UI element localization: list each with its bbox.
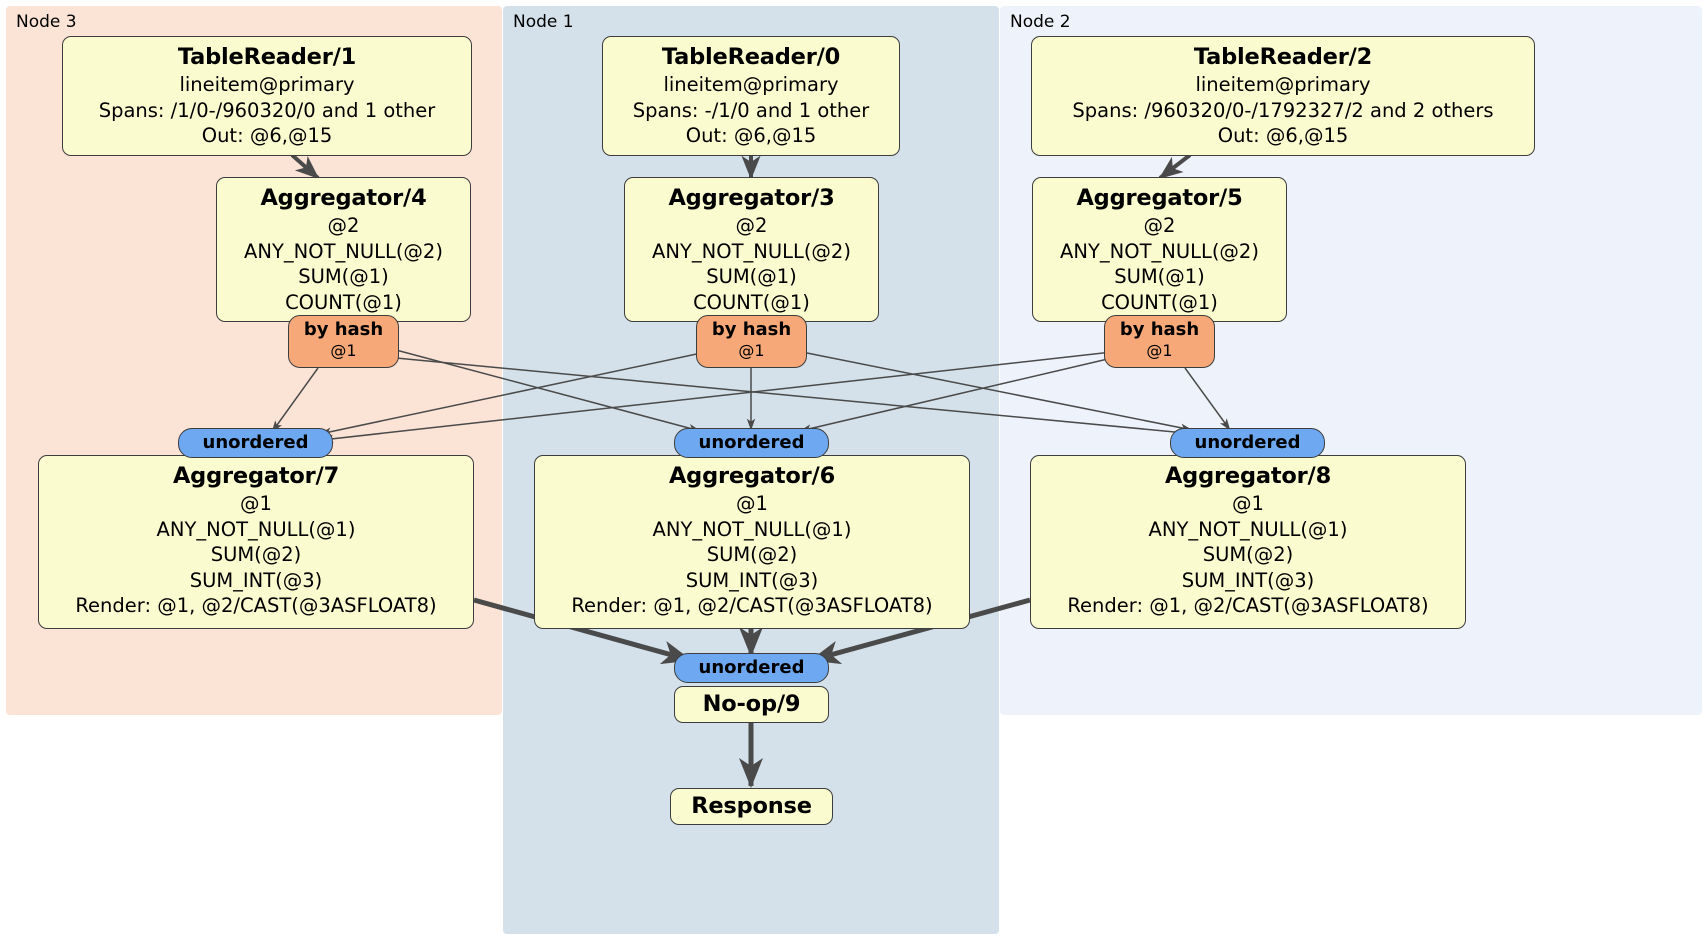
- processor-table-reader-0[interactable]: TableReader/0 lineitem@primary Spans: -/…: [602, 36, 900, 156]
- processor-table-reader-2[interactable]: TableReader/2 lineitem@primary Spans: /9…: [1031, 36, 1535, 156]
- synchronizer-label: unordered: [1194, 432, 1301, 453]
- processor-title: Aggregator/8: [1164, 463, 1332, 489]
- synchronizer-label: unordered: [202, 432, 309, 453]
- processor-detail-line: lineitem@primary: [663, 73, 839, 96]
- processor-detail-line: @1: [1232, 492, 1264, 515]
- synchronizer-unordered-left[interactable]: unordered: [178, 428, 333, 458]
- node-panel-label-node2: Node 2: [1010, 12, 1071, 32]
- processor-detail-line: @1: [240, 492, 272, 515]
- processor-detail-line: Out: @6,@15: [1217, 124, 1349, 147]
- processor-detail-line: Out: @6,@15: [201, 124, 333, 147]
- router-by-hash-mid[interactable]: by hash @1: [696, 315, 807, 368]
- router-sublabel: @1: [330, 341, 357, 360]
- node-panel-label-node1: Node 1: [513, 12, 574, 32]
- router-label: by hash: [303, 319, 384, 340]
- processor-aggregator-7[interactable]: Aggregator/7 @1 ANY_NOT_NULL(@1) SUM(@2)…: [38, 455, 474, 629]
- processor-detail-line: SUM(@1): [298, 265, 389, 288]
- processor-detail-line: Spans: /960320/0-/1792327/2 and 2 others: [1072, 98, 1494, 122]
- processor-detail-line: ANY_NOT_NULL(@1): [156, 517, 356, 541]
- processor-title: Aggregator/7: [172, 463, 340, 489]
- synchronizer-unordered-mid[interactable]: unordered: [674, 428, 829, 458]
- processor-title: TableReader/2: [1193, 44, 1373, 70]
- processor-detail-line: SUM(@2): [1202, 543, 1294, 566]
- processor-detail-line: @2: [327, 214, 360, 237]
- processor-detail-line: Spans: /1/0-/960320/0 and 1 other: [98, 98, 436, 122]
- processor-detail-line: ANY_NOT_NULL(@1): [1148, 517, 1348, 541]
- router-label: by hash: [1119, 319, 1200, 340]
- processor-detail-line: COUNT(@1): [693, 290, 810, 314]
- processor-detail-line: SUM(@2): [706, 543, 798, 566]
- processor-detail-line: Spans: -/1/0 and 1 other: [632, 98, 870, 122]
- processor-detail-line: SUM(@1): [706, 265, 797, 288]
- processor-aggregator-6[interactable]: Aggregator/6 @1 ANY_NOT_NULL(@1) SUM(@2)…: [534, 455, 970, 629]
- processor-detail-line: ANY_NOT_NULL(@2): [244, 239, 443, 263]
- processor-detail-line: COUNT(@1): [285, 290, 402, 314]
- processor-detail-line: SUM_INT(@3): [189, 568, 323, 592]
- processor-detail-line: ANY_NOT_NULL(@2): [1060, 239, 1259, 263]
- processor-title: No-op/9: [702, 691, 801, 717]
- processor-title: TableReader/1: [177, 44, 357, 70]
- router-label: by hash: [711, 319, 792, 340]
- processor-detail-line: COUNT(@1): [1101, 290, 1218, 314]
- node-panel-label-node3: Node 3: [16, 12, 77, 32]
- processor-detail-line: ANY_NOT_NULL(@1): [652, 517, 852, 541]
- processor-render-line: Render: @1, @2/CAST(@3ASFLOAT8): [571, 594, 933, 617]
- processor-aggregator-3[interactable]: Aggregator/3 @2 ANY_NOT_NULL(@2) SUM(@1)…: [624, 177, 879, 322]
- processor-detail-line: SUM_INT(@3): [685, 568, 819, 592]
- processor-title: Aggregator/4: [260, 185, 427, 211]
- router-by-hash-right[interactable]: by hash @1: [1104, 315, 1215, 368]
- processor-aggregator-4[interactable]: Aggregator/4 @2 ANY_NOT_NULL(@2) SUM(@1)…: [216, 177, 471, 322]
- processor-detail-line: @2: [1143, 214, 1176, 237]
- processor-detail-line: SUM(@1): [1114, 265, 1205, 288]
- router-sublabel: @1: [1146, 341, 1173, 360]
- synchronizer-unordered-final[interactable]: unordered: [674, 653, 829, 683]
- processor-detail-line: lineitem@primary: [1195, 73, 1371, 96]
- router-sublabel: @1: [738, 341, 765, 360]
- processor-title: Aggregator/6: [668, 463, 836, 489]
- synchronizer-label: unordered: [698, 657, 805, 678]
- processor-detail-line: @1: [736, 492, 768, 515]
- processor-aggregator-8[interactable]: Aggregator/8 @1 ANY_NOT_NULL(@1) SUM(@2)…: [1030, 455, 1466, 629]
- processor-title: Response: [691, 793, 812, 819]
- processor-title: TableReader/0: [661, 44, 841, 70]
- router-by-hash-left[interactable]: by hash @1: [288, 315, 399, 368]
- processor-detail-line: SUM_INT(@3): [1181, 568, 1315, 592]
- processor-detail-line: SUM(@2): [210, 543, 302, 566]
- processor-aggregator-5[interactable]: Aggregator/5 @2 ANY_NOT_NULL(@2) SUM(@1)…: [1032, 177, 1287, 322]
- synchronizer-unordered-right[interactable]: unordered: [1170, 428, 1325, 458]
- processor-title: Aggregator/3: [668, 185, 835, 211]
- processor-no-op-9[interactable]: No-op/9: [674, 686, 829, 723]
- processor-detail-line: Out: @6,@15: [685, 124, 817, 147]
- processor-detail-line: ANY_NOT_NULL(@2): [652, 239, 851, 263]
- processor-response[interactable]: Response: [670, 788, 833, 825]
- processor-detail-line: lineitem@primary: [179, 73, 355, 96]
- processor-title: Aggregator/5: [1076, 185, 1243, 211]
- processor-render-line: Render: @1, @2/CAST(@3ASFLOAT8): [75, 594, 437, 617]
- synchronizer-label: unordered: [698, 432, 805, 453]
- processor-detail-line: @2: [735, 214, 768, 237]
- processor-table-reader-1[interactable]: TableReader/1 lineitem@primary Spans: /1…: [62, 36, 472, 156]
- processor-render-line: Render: @1, @2/CAST(@3ASFLOAT8): [1067, 594, 1429, 617]
